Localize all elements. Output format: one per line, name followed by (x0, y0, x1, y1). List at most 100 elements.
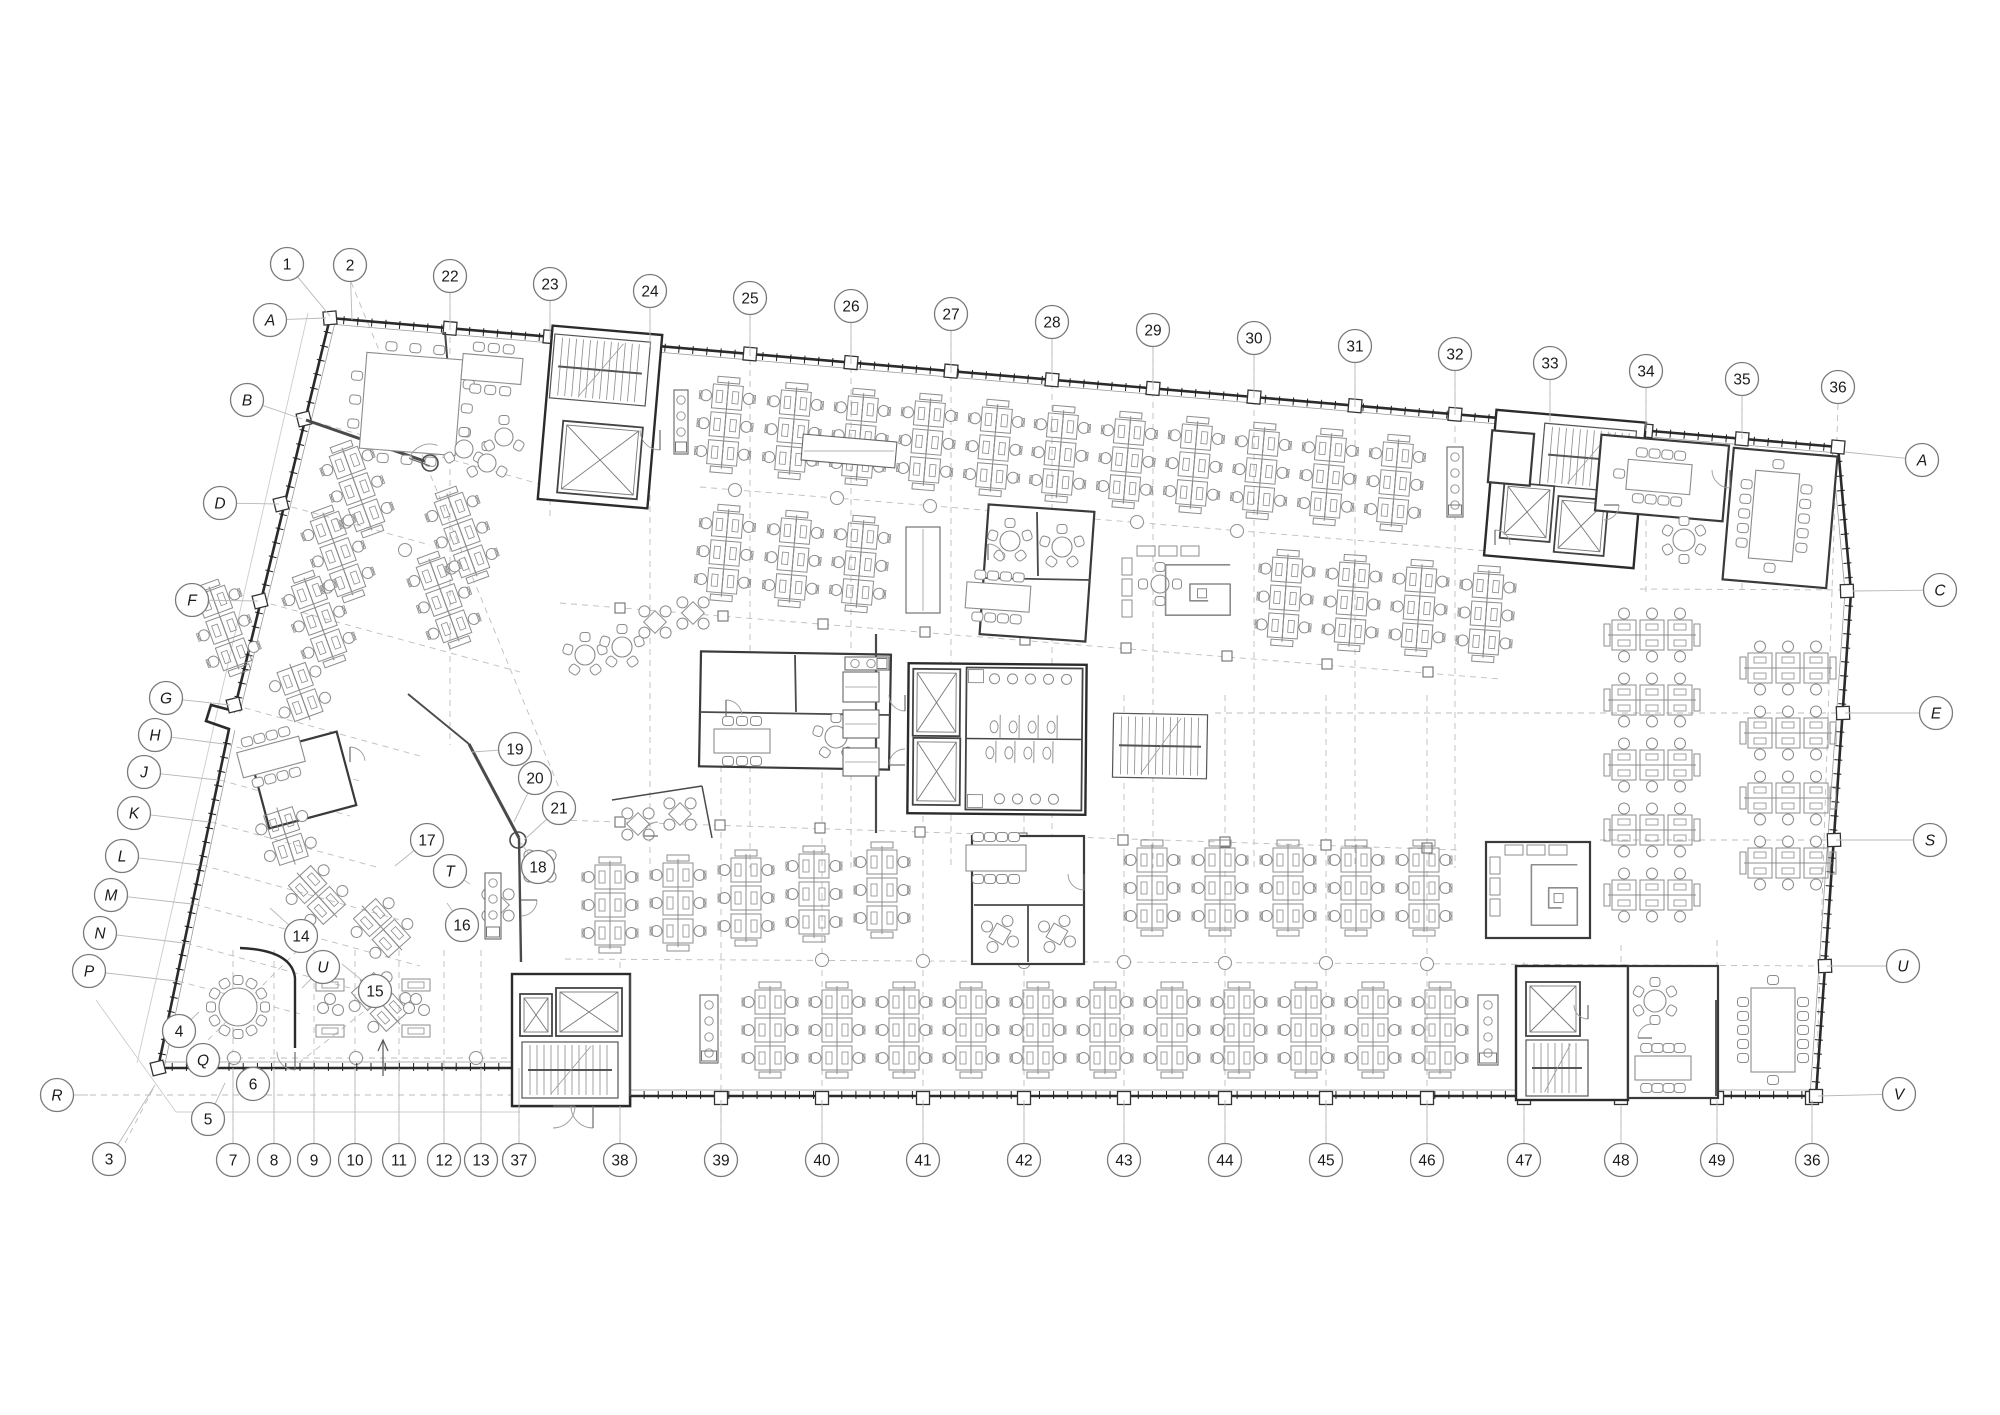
svg-text:S: S (1925, 833, 1936, 850)
grid-marker-C: C (1852, 572, 1958, 608)
door-swing (570, 1105, 594, 1129)
desk-cluster-6 (281, 569, 357, 669)
svg-text:18: 18 (529, 860, 546, 877)
grid-marker-36: 36 (1794, 1100, 1830, 1178)
grid-marker-24: 24 (632, 273, 668, 347)
desk-cluster-6 (1259, 839, 1317, 937)
desk-cluster-6 (853, 841, 911, 939)
svg-text:46: 46 (1418, 1153, 1435, 1170)
svg-text:3: 3 (105, 1152, 114, 1169)
svg-text:20: 20 (526, 771, 544, 788)
meeting-table (1634, 1043, 1692, 1093)
grid-marker-A: A (252, 302, 327, 338)
grid-marker-P: P (71, 953, 177, 989)
svg-text:11: 11 (391, 1153, 407, 1170)
round-table (466, 441, 508, 478)
svg-text:25: 25 (741, 291, 758, 308)
lounge-sofa (1121, 545, 1231, 618)
svg-text:6: 6 (249, 1077, 258, 1094)
door-swing (643, 821, 659, 837)
door-swing (888, 748, 906, 766)
restroom-block (964, 666, 1084, 812)
desk-cluster-6 (1455, 564, 1517, 664)
elevator-shaft (911, 667, 962, 738)
round-table (1661, 516, 1707, 564)
grid-marker-47: 47 (1506, 1106, 1542, 1178)
desk-cluster-6 (1123, 839, 1181, 937)
desk-cluster-6 (1162, 415, 1226, 515)
desk-cluster-6 (1344, 981, 1402, 1079)
desk-cluster-6 (581, 856, 639, 954)
grid-marker-R: R (39, 1077, 88, 1113)
desk-cluster-6 (693, 375, 757, 475)
desk-cluster-6 (828, 514, 892, 614)
stair-core (548, 333, 652, 407)
desk-cluster-6 (319, 439, 395, 539)
elevator-shaft (911, 736, 962, 807)
grid-marker-U: U (1827, 948, 1921, 984)
desk-cluster-6 (424, 485, 500, 585)
grid-marker-48: 48 (1603, 1106, 1639, 1178)
grid-marker-F: F (174, 582, 259, 618)
grid-marker-16: 16 (444, 902, 480, 943)
meeting-table (1735, 458, 1813, 574)
svg-text:R: R (51, 1088, 62, 1105)
cafe-table (663, 797, 697, 831)
desk-cluster-6 (300, 504, 376, 604)
grid-marker-8: 8 (256, 1068, 292, 1178)
desk-cluster-6 (785, 845, 843, 943)
grid-marker-M: M (93, 877, 193, 913)
desk-cluster-6 (1210, 981, 1268, 1079)
meeting-table (460, 341, 524, 397)
svg-text:24: 24 (641, 284, 659, 301)
desk-cluster-6 (1254, 548, 1316, 648)
svg-text:9: 9 (310, 1153, 319, 1170)
grid-marker-J: J (126, 754, 219, 790)
svg-text:T: T (445, 864, 456, 881)
round-table (483, 415, 525, 452)
elevator-shaft (519, 993, 553, 1037)
grid-marker-5: 5 (190, 1082, 226, 1137)
desk-pod-2 (315, 978, 345, 1038)
desk-cluster-6 (1095, 410, 1159, 510)
cafe-table (638, 605, 672, 639)
svg-text:15: 15 (366, 984, 383, 1001)
desk-cluster-6h (1603, 672, 1701, 728)
grid-marker-22: 22 (432, 258, 468, 330)
grid-marker-G: G (148, 680, 231, 716)
svg-text:43: 43 (1115, 1153, 1132, 1170)
svg-text:U: U (1897, 959, 1909, 976)
cabinet (842, 671, 880, 703)
svg-text:28: 28 (1043, 315, 1060, 332)
grid-marker-L: L (104, 838, 201, 874)
door-swing (349, 746, 366, 762)
grid-marker-21: 21 (523, 790, 577, 841)
svg-text:Q: Q (197, 1053, 209, 1070)
grid-marker-N: N (82, 915, 185, 951)
round-table (1039, 524, 1085, 568)
door-swing (552, 1105, 576, 1129)
grid-marker-38: 38 (602, 1106, 638, 1178)
desk-cluster-6 (1076, 981, 1134, 1079)
svg-text:32: 32 (1446, 347, 1463, 364)
svg-text:1: 1 (283, 257, 292, 274)
desk-cluster-4 (255, 806, 317, 866)
svg-text:J: J (139, 765, 148, 782)
svg-text:K: K (129, 806, 140, 823)
svg-text:5: 5 (204, 1112, 213, 1129)
kitchenette (1446, 446, 1464, 518)
svg-text:29: 29 (1144, 323, 1161, 340)
door-swing (1603, 504, 1620, 521)
svg-text:41: 41 (914, 1153, 931, 1170)
doors-layer (276, 429, 1731, 1129)
door-swing (1573, 1004, 1589, 1020)
grid-marker-20: 20 (513, 760, 553, 823)
round-table (206, 975, 270, 1039)
grid-marker-3: 3 (91, 1084, 156, 1177)
grid-marker-10: 10 (337, 1068, 373, 1178)
desk-cluster-6 (962, 398, 1026, 498)
svg-text:45: 45 (1317, 1153, 1334, 1170)
svg-text:36: 36 (1829, 380, 1846, 397)
